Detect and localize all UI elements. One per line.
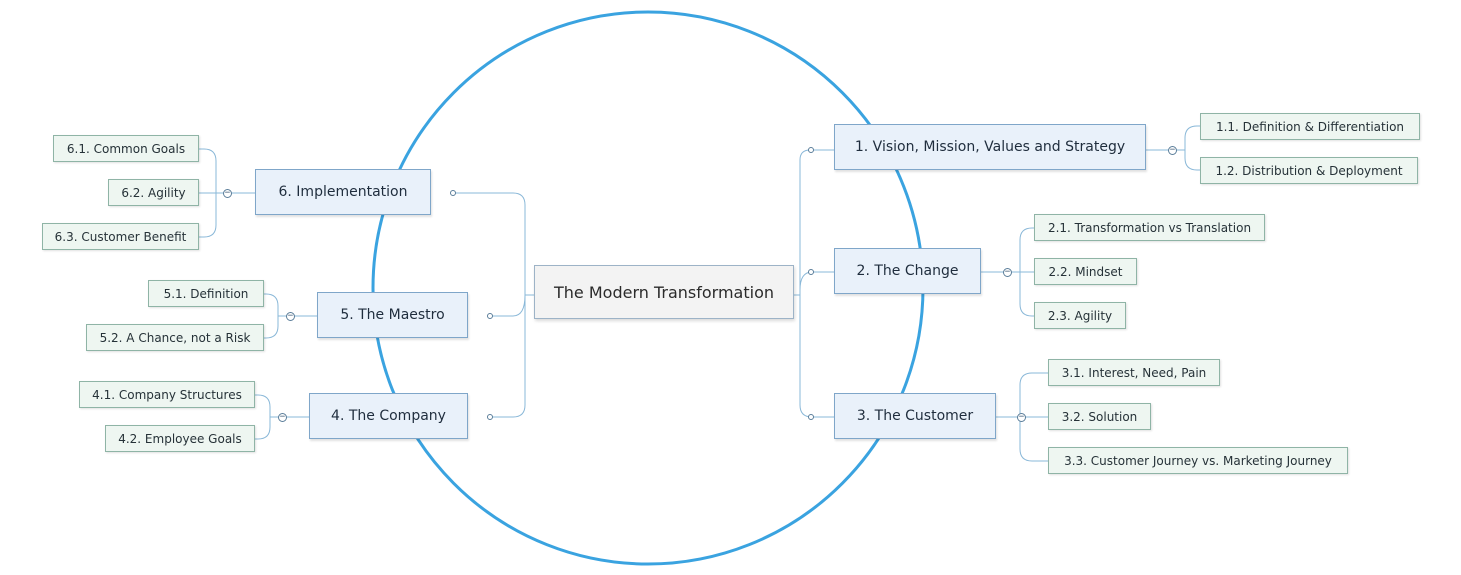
connector-central-right: [794, 149, 834, 296]
branch-label: 4. The Company: [331, 408, 446, 424]
subtopic-label: 2.3. Agility: [1047, 308, 1113, 323]
branch-the-customer[interactable]: 3. The Customer: [834, 393, 996, 439]
subtopic-6-3[interactable]: 6.3. Customer Benefit: [42, 223, 199, 250]
branch-connector-dot: [808, 147, 814, 153]
collapse-toggle-icon[interactable]: −: [1003, 267, 1012, 277]
subtopic-2-3[interactable]: 2.3. Agility: [1034, 302, 1126, 329]
subtopic-label: 6.2. Agility: [121, 185, 186, 200]
branch-the-maestro[interactable]: 5. The Maestro: [317, 292, 468, 338]
branch-label: 6. Implementation: [278, 184, 408, 200]
collapse-toggle-icon[interactable]: −: [286, 311, 295, 321]
subtopic-4-2[interactable]: 4.2. Employee Goals: [105, 425, 255, 452]
connector-central-left: [455, 192, 534, 296]
branch-connector-dot: [808, 269, 814, 275]
branch-connector-dot: [808, 414, 814, 420]
branch-label: 5. The Maestro: [340, 307, 445, 323]
connector-central-company: [492, 295, 526, 418]
subtopic-label: 2.1. Transformation vs Translation: [1047, 220, 1252, 235]
central-topic-label: The Modern Transformation: [554, 282, 774, 302]
collapse-toggle-icon[interactable]: −: [1168, 145, 1177, 155]
subtopic-label: 3.1. Interest, Need, Pain: [1061, 365, 1207, 380]
connector-central-change: [799, 271, 834, 291]
subtopic-label: 5.2. A Chance, not a Risk: [99, 330, 251, 345]
collapse-toggle-icon[interactable]: −: [1017, 412, 1026, 422]
subtopic-6-1[interactable]: 6.1. Common Goals: [53, 135, 199, 162]
subtopic-6-2[interactable]: 6.2. Agility: [108, 179, 199, 206]
branch-connector-dot: [487, 414, 493, 420]
collapse-toggle-icon[interactable]: −: [223, 188, 232, 198]
subtopic-label: 6.1. Common Goals: [66, 141, 186, 156]
central-topic[interactable]: The Modern Transformation: [534, 265, 794, 319]
subtopic-1-2[interactable]: 1.2. Distribution & Deployment: [1200, 157, 1418, 184]
branch-the-change[interactable]: 2. The Change: [834, 248, 981, 294]
subtopic-label: 3.2. Solution: [1061, 409, 1138, 424]
branch-connector-dot: [487, 313, 493, 319]
subtopic-label: 2.2. Mindset: [1048, 264, 1123, 279]
subtopic-3-3[interactable]: 3.3. Customer Journey vs. Marketing Jour…: [1048, 447, 1348, 474]
subtopic-3-2[interactable]: 3.2. Solution: [1048, 403, 1151, 430]
collapse-toggle-icon[interactable]: −: [278, 412, 287, 422]
subtopic-5-2[interactable]: 5.2. A Chance, not a Risk: [86, 324, 264, 351]
branch-label: 1. Vision, Mission, Values and Strategy: [854, 139, 1126, 155]
subtopic-label: 1.2. Distribution & Deployment: [1215, 163, 1403, 178]
branch-label: 3. The Customer: [856, 408, 974, 424]
subtopic-2-1[interactable]: 2.1. Transformation vs Translation: [1034, 214, 1265, 241]
subtopic-3-1[interactable]: 3.1. Interest, Need, Pain: [1048, 359, 1220, 386]
connector-central-customer: [799, 295, 834, 418]
branch-the-company[interactable]: 4. The Company: [309, 393, 468, 439]
subtopic-5-1[interactable]: 5.1. Definition: [148, 280, 264, 307]
subtopic-label: 4.2. Employee Goals: [118, 431, 242, 446]
subtopic-2-2[interactable]: 2.2. Mindset: [1034, 258, 1137, 285]
branch-connector-dot: [450, 190, 456, 196]
branch-label: 2. The Change: [856, 263, 959, 279]
subtopic-label: 3.3. Customer Journey vs. Marketing Jour…: [1064, 453, 1332, 468]
subtopic-4-1[interactable]: 4.1. Company Structures: [79, 381, 255, 408]
branch-implementation[interactable]: 6. Implementation: [255, 169, 431, 215]
subtopic-1-1[interactable]: 1.1. Definition & Differentiation: [1200, 113, 1420, 140]
subtopic-label: 6.3. Customer Benefit: [54, 229, 187, 244]
branch-vision-mission[interactable]: 1. Vision, Mission, Values and Strategy: [834, 124, 1146, 170]
connector-central-maestro: [492, 294, 526, 317]
subtopic-label: 1.1. Definition & Differentiation: [1215, 119, 1405, 134]
subtopic-label: 5.1. Definition: [163, 286, 249, 301]
subtopic-label: 4.1. Company Structures: [92, 387, 242, 402]
